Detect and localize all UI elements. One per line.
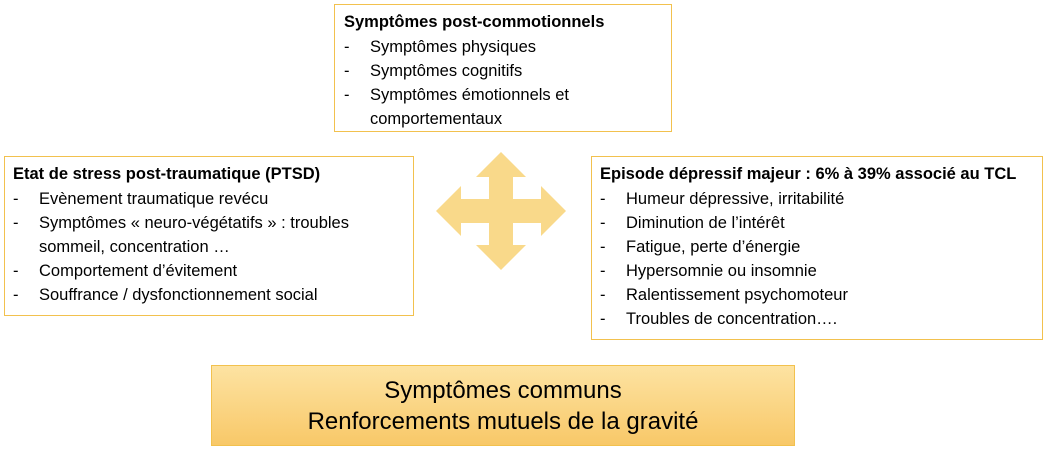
depressive-episode-list: - Humeur dépressive, irritabilité - Diminu…: [600, 187, 1034, 331]
list-item-text: Symptômes émotionnels et comportementaux: [370, 86, 570, 128]
post-concussion-title: Symptômes post-commotionnels: [344, 13, 605, 31]
bullet-dash: -: [13, 214, 19, 232]
ptsd-box: Etat de stress post-traumatique (PTSD) -…: [4, 156, 414, 316]
list-item: - Humeur dépressive, irritabilité: [600, 187, 1034, 211]
ptsd-list: - Evènement traumatique revécu - Symptômes…: [13, 187, 405, 307]
list-item: - Evènement traumatique revécu: [13, 187, 405, 211]
list-item-text: Ralentissement psychomoteur: [626, 286, 848, 304]
list-item-text: Diminution de l’intérêt: [626, 214, 785, 232]
post-concussion-list: - Symptômes physiques - Symptômes cognitif…: [344, 35, 663, 131]
list-item: - Symptômes émotionnels et comportementau…: [344, 83, 663, 131]
bullet-dash: -: [600, 214, 606, 232]
bullet-dash: -: [344, 62, 350, 80]
list-item: - Hypersomnie ou insomnie: [600, 259, 1034, 283]
list-item: - Symptômes physiques: [344, 35, 663, 59]
list-item: - Fatigue, perte d’énergie: [600, 235, 1034, 259]
list-item-text: Symptômes « neuro-végétatifs » : trouble…: [39, 214, 349, 256]
bullet-dash: -: [600, 190, 606, 208]
list-item-text: Fatigue, perte d’énergie: [626, 238, 801, 256]
list-item: - Ralentissement psychomoteur: [600, 283, 1034, 307]
list-item-text: Comportement d’évitement: [39, 262, 238, 280]
depressive-episode-title: Episode dépressif majeur : 6% à 39% asso…: [600, 165, 1017, 183]
list-item-text: Hypersomnie ou insomnie: [626, 262, 817, 280]
mutual-reinforcement-line: Renforcements mutuels de la gravité: [307, 407, 699, 435]
four-way-arrow-icon: [436, 152, 566, 270]
list-item-text: Evènement traumatique revécu: [39, 190, 269, 208]
bullet-dash: -: [13, 262, 19, 280]
bullet-dash: -: [600, 310, 606, 328]
list-item: - Diminution de l’intérêt: [600, 211, 1034, 235]
major-depressive-episode-box: Episode dépressif majeur : 6% à 39% asso…: [591, 156, 1043, 340]
post-concussion-symptoms-box: Symptômes post-commotionnels - Symptômes …: [334, 4, 672, 132]
list-item: - Symptômes « neuro-végétatifs » : troubl…: [13, 211, 405, 259]
list-item-text: Souffrance / dysfonctionnement social: [39, 286, 318, 304]
list-item-text: Humeur dépressive, irritabilité: [626, 190, 845, 208]
list-item-text: Troubles de concentration….: [626, 310, 838, 328]
list-item-text: Symptômes cognitifs: [370, 62, 523, 80]
list-item: - Souffrance / dysfonctionnement social: [13, 283, 405, 307]
list-item-text: Symptômes physiques: [370, 38, 536, 56]
bullet-dash: -: [600, 262, 606, 280]
list-item: - Comportement d’évitement: [13, 259, 405, 283]
bullet-dash: -: [344, 86, 350, 104]
bullet-dash: -: [600, 286, 606, 304]
common-symptoms-box: Symptômes communs Renforcements mutuels …: [211, 365, 795, 446]
bullet-dash: -: [13, 286, 19, 304]
ptsd-title: Etat de stress post-traumatique (PTSD): [13, 165, 321, 183]
common-symptoms-line: Symptômes communs: [384, 376, 622, 404]
bullet-dash: -: [344, 38, 350, 56]
bullet-dash: -: [13, 190, 19, 208]
list-item: - Troubles de concentration….: [600, 307, 1034, 331]
bullet-dash: -: [600, 238, 606, 256]
list-item: - Symptômes cognitifs: [344, 59, 663, 83]
arrow-shape: [436, 152, 566, 270]
